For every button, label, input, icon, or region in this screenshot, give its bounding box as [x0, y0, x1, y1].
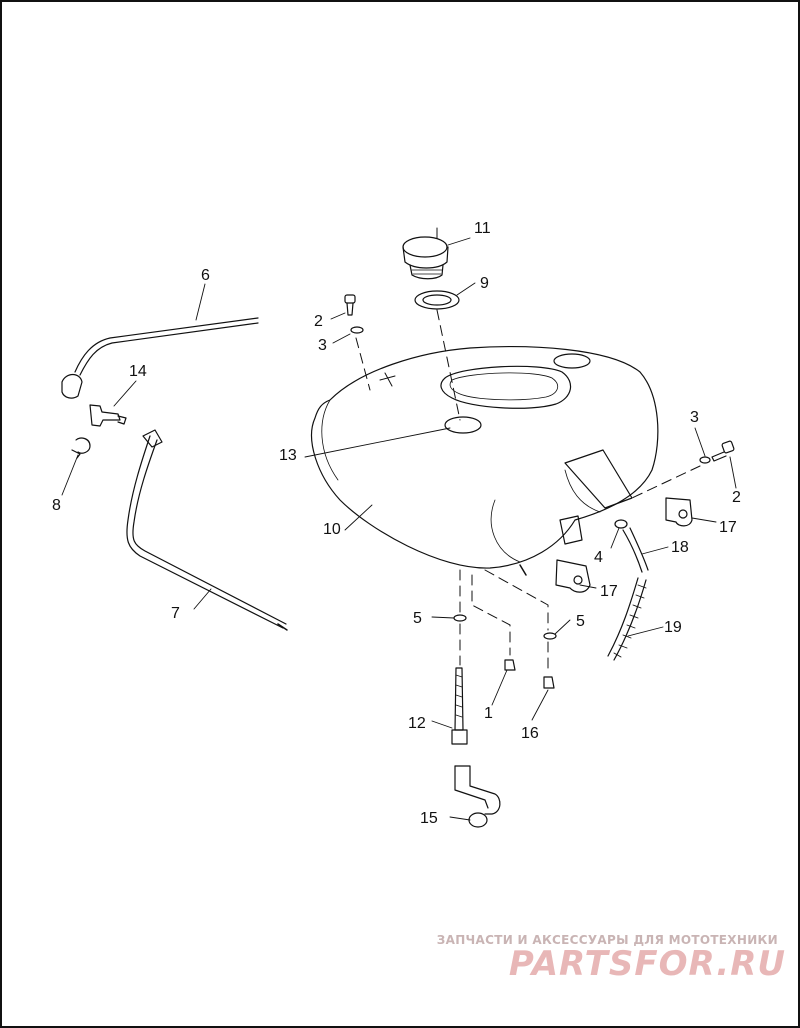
- corrugated-hose-part[interactable]: [607, 577, 647, 661]
- bracket-lower-hole: [573, 575, 583, 585]
- callout-10: 10: [323, 521, 341, 538]
- callout-3-left: 3: [318, 337, 327, 354]
- callout-8: 8: [52, 497, 61, 514]
- elbow-fitting-part[interactable]: [454, 765, 501, 828]
- callout-5-left: 5: [413, 610, 422, 627]
- callout-4: 4: [594, 549, 603, 566]
- callout-11: 11: [474, 220, 491, 237]
- callout-2-right: 2: [732, 489, 741, 506]
- callout-7: 7: [171, 605, 180, 622]
- fuel-tank-part[interactable]: [311, 346, 659, 576]
- vent-fitting-part[interactable]: [89, 404, 127, 427]
- watermark-brand: PARTSFOR.RU: [508, 944, 786, 984]
- bracket-lower-part[interactable]: [555, 559, 591, 593]
- screw-right-part[interactable]: [711, 440, 735, 462]
- callout-16: 16: [521, 725, 539, 742]
- drain-hose-part[interactable]: [126, 429, 288, 631]
- assembly-dashes: [355, 227, 701, 675]
- bracket-right-part[interactable]: [665, 497, 693, 527]
- o-ring-left-part[interactable]: [453, 614, 467, 622]
- callout-labels: 11 9 2 3 6 14 8 13 10 7 3 2 4 17 18 17 1…: [52, 220, 741, 827]
- leader-lines: [61, 237, 737, 821]
- callout-2-left: 2: [314, 313, 323, 330]
- callout-12: 12: [408, 715, 426, 732]
- callout-13: 13: [279, 447, 297, 464]
- o-ring-right-part[interactable]: [543, 632, 557, 640]
- clip-4-part[interactable]: [614, 519, 628, 529]
- callout-3-right: 3: [690, 409, 699, 426]
- callout-5-right: 5: [576, 613, 585, 630]
- callout-14: 14: [129, 363, 147, 380]
- callout-17-lower: 17: [600, 583, 618, 600]
- bracket-right-hole: [678, 509, 688, 519]
- watermark-subtitle: ЗАПЧАСТИ И АКСЕССУАРЫ ДЛЯ МОТОТЕХНИКИ: [436, 933, 778, 947]
- fuel-cap-part[interactable]: [402, 236, 449, 280]
- callout-1: 1: [484, 705, 493, 722]
- callout-18: 18: [671, 539, 689, 556]
- plug-part[interactable]: [504, 659, 516, 671]
- plug-part-16[interactable]: [543, 676, 555, 689]
- vent-hose-part[interactable]: [61, 317, 259, 399]
- washer-right-part[interactable]: [699, 456, 711, 464]
- callout-19: 19: [664, 619, 682, 636]
- callout-15: 15: [420, 810, 438, 827]
- callout-17-right: 17: [719, 519, 737, 536]
- hose-clamp-part[interactable]: [71, 437, 91, 459]
- fuel-line-fitting-part[interactable]: [451, 667, 468, 745]
- washer-left-part[interactable]: [350, 326, 364, 334]
- callout-9: 9: [480, 275, 489, 292]
- screw-left-part[interactable]: [344, 294, 356, 316]
- callout-6: 6: [201, 267, 210, 284]
- cap-gasket-part[interactable]: [414, 290, 460, 310]
- short-hose-part[interactable]: [622, 527, 649, 573]
